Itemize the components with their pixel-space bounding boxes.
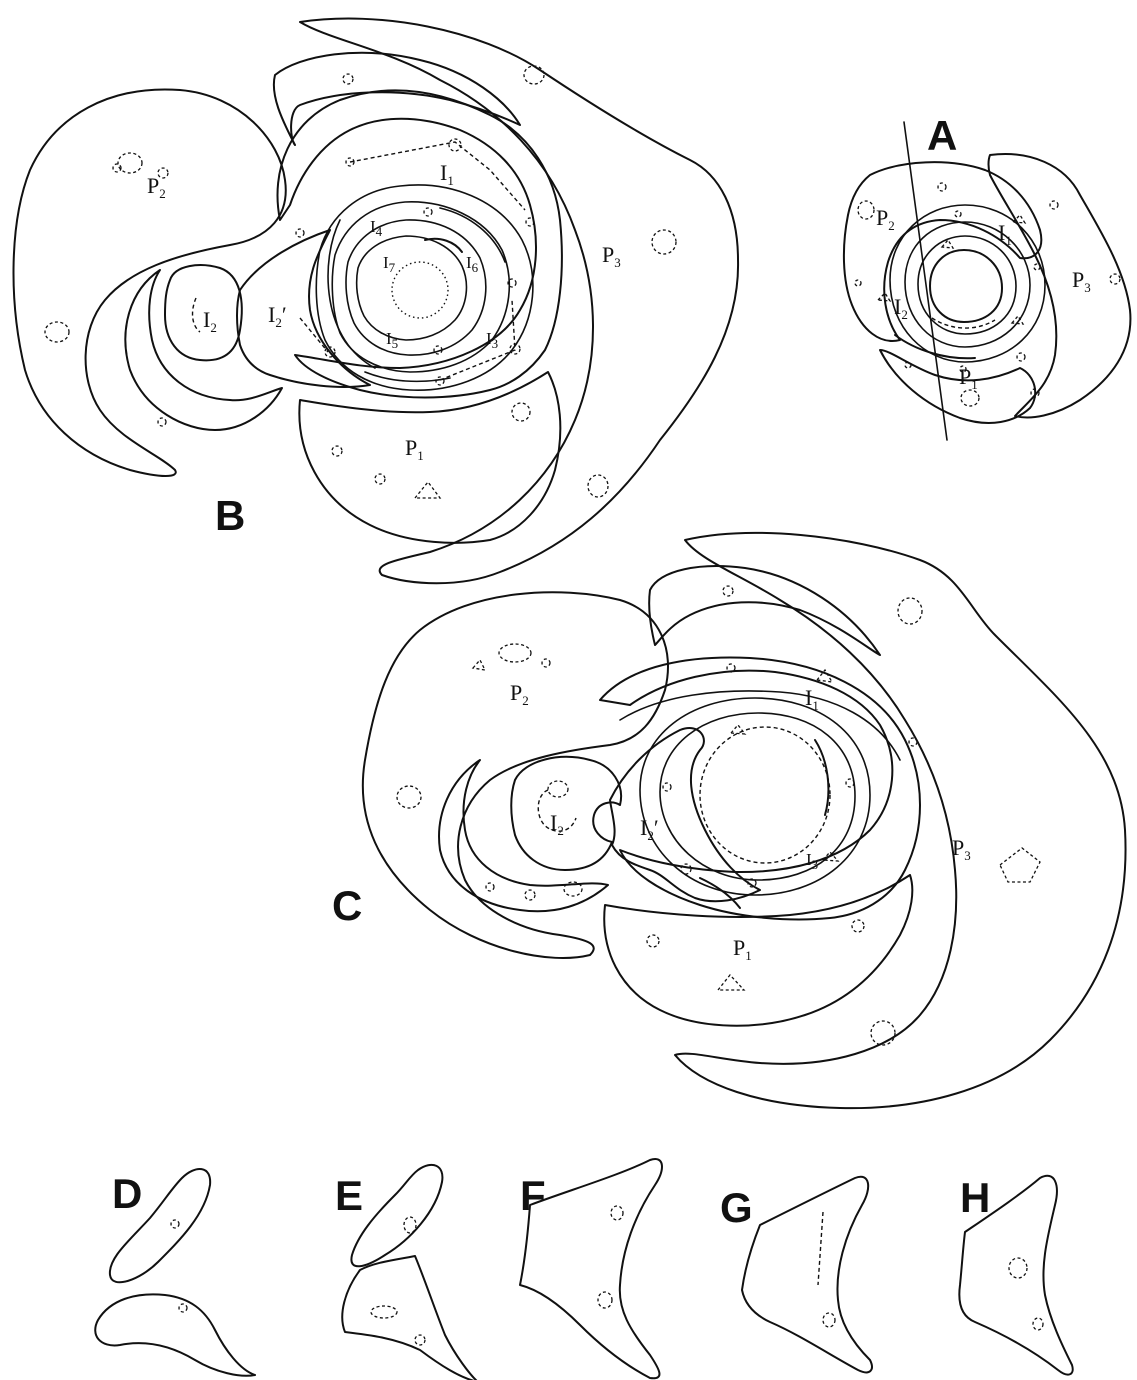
- panel-label-b: B: [215, 492, 245, 539]
- b-label-i2: I2: [203, 307, 217, 335]
- b-label-i7: I7: [383, 253, 396, 275]
- c-label-i3: I3: [806, 850, 818, 872]
- c-ring-2: [660, 713, 855, 880]
- panel-g-diagram: G: [720, 1177, 872, 1373]
- panel-h-diagram: H: [959, 1174, 1072, 1375]
- b-label-i2-prime: I2′: [268, 302, 287, 330]
- panel-label-f: F: [520, 1172, 546, 1219]
- b-upper-arc: [274, 53, 520, 145]
- c-label-p2: P2: [510, 680, 529, 708]
- b-ring-3: [346, 220, 486, 355]
- panel-c-diagram: C P2 I1 P3 I2 I2′ I3 P1: [332, 533, 1126, 1108]
- panel-label-d: D: [112, 1170, 142, 1217]
- b-ring-4: [357, 236, 467, 340]
- c-i2-leaf: [511, 757, 621, 870]
- b-label-i6: I6: [466, 253, 479, 275]
- g-trace: [818, 1212, 823, 1285]
- e-lower-scale: [342, 1256, 478, 1380]
- a-outer-p3-leaf: [989, 154, 1131, 417]
- a-label-i1: I1: [998, 220, 1012, 248]
- c-p1-leaf: [604, 875, 912, 1026]
- c-outer-p3-leaf: [675, 533, 1126, 1108]
- a-ring-4: [930, 250, 1002, 322]
- b-i2-trace: [193, 298, 200, 332]
- b-label-i5: I5: [386, 329, 398, 351]
- b-label-p2: P2: [147, 173, 166, 201]
- panel-e-diagram: E: [335, 1165, 478, 1380]
- c-label-p3: P3: [952, 835, 971, 863]
- b-label-i4: I4: [370, 217, 383, 239]
- c-label-i2-prime: I2′: [640, 815, 659, 843]
- panel-a-diagram: A P2 I1 P3 I2 P1: [844, 112, 1131, 440]
- c-p2-leaf: [363, 592, 668, 958]
- panel-label-h: H: [960, 1174, 990, 1221]
- b-p2-inner-fold: [125, 270, 282, 430]
- b-inner-fold-3: [365, 372, 450, 381]
- b-ring-1: [316, 185, 533, 390]
- panel-d-diagram: D: [95, 1169, 255, 1376]
- d-lower-scale: [95, 1294, 255, 1375]
- e-upper-scale: [351, 1165, 442, 1266]
- panel-label-g: G: [720, 1184, 753, 1231]
- b-label-p1: P1: [405, 435, 424, 463]
- a-section-line: [904, 122, 947, 440]
- a-label-p2: P2: [876, 205, 895, 233]
- c-label-i2: I2: [550, 810, 564, 838]
- b-inner-fold-1: [328, 220, 375, 368]
- c-p2-inner-fold: [439, 760, 608, 911]
- c-label-p1: P1: [733, 935, 752, 963]
- c-inner-fold-1: [815, 740, 828, 815]
- b-outer-p3-leaf: [300, 19, 738, 584]
- panel-label-c: C: [332, 882, 362, 929]
- c-pith: [700, 727, 830, 863]
- panel-label-e: E: [335, 1172, 363, 1219]
- b-pith: [392, 262, 448, 318]
- panel-b-diagram: B P2 P3 P1 I1 I2 I2′ I4 I7 I6 I5 I3: [14, 19, 739, 584]
- a-label-p1: P1: [959, 364, 978, 392]
- b-i3-trace: [440, 300, 515, 380]
- b-vascular-bundles: [45, 66, 676, 498]
- panel-label-a: A: [927, 112, 957, 159]
- b-label-p3: P3: [602, 242, 621, 270]
- a-pith-trace: [932, 318, 995, 328]
- b-label-i1: I1: [440, 160, 454, 188]
- c-label-i1: I1: [805, 685, 819, 713]
- a-label-i2: I2: [894, 294, 908, 322]
- a-label-p3: P3: [1072, 267, 1091, 295]
- b-i1-trace: [350, 142, 525, 210]
- g-scale: [742, 1177, 872, 1373]
- panel-f-diagram: F: [520, 1159, 662, 1378]
- b-inner-fold-2: [440, 208, 505, 262]
- c-upper-arc: [649, 566, 880, 655]
